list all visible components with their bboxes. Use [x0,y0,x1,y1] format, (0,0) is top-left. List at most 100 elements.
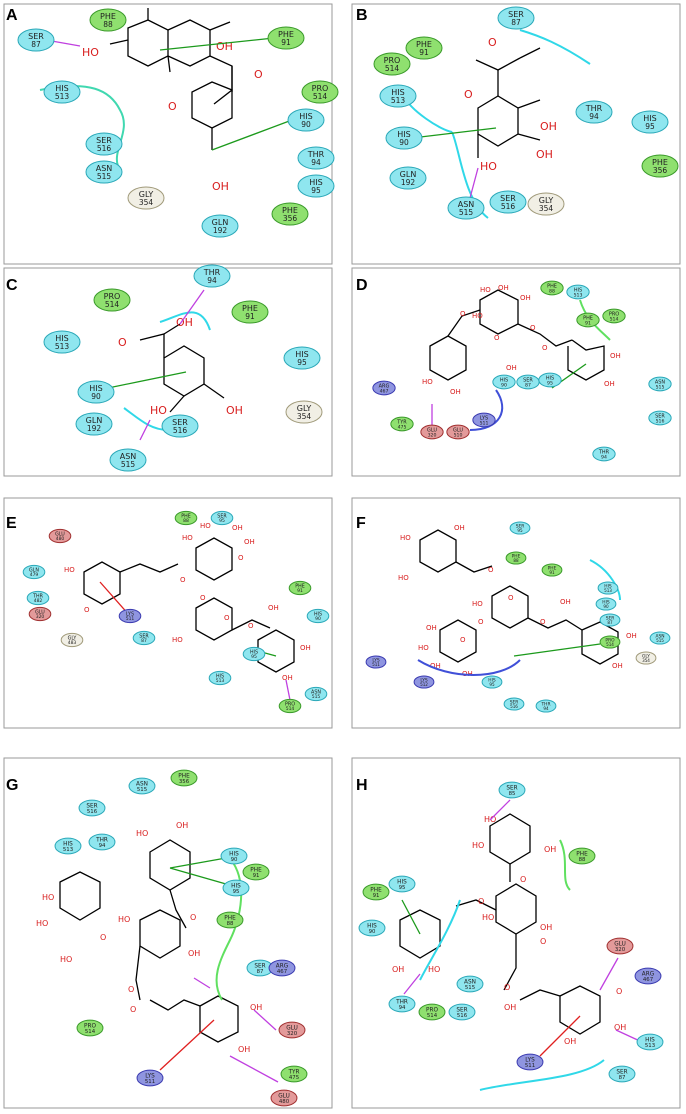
atom-e-7: O [224,614,230,622]
residue-number: 91 [585,320,591,326]
residue-name: ARG [379,383,390,389]
residue-layer: PHE88SER87PHE91HIS513PRO514HIS90SER516AS… [17,6,679,1107]
residue-number: 90 [369,929,376,935]
residue-name: SER [86,803,97,809]
residue-bubble [447,196,485,220]
residue-number: 95 [219,518,225,524]
residue-bubble [77,380,115,404]
residue-number: 475 [398,424,407,430]
residue-name: THR [307,150,325,159]
panel-label-a: A [6,7,18,24]
residue-name: HIS [231,883,241,889]
residue-name: SER [172,418,188,427]
atom-h-8: OH [392,965,404,974]
residue-number: 320 [615,947,626,953]
residue-bubble [301,80,339,104]
panel-label-h: H [356,777,368,794]
residue-bubble [575,100,613,124]
residue-name: PHE [278,30,294,39]
atom-h-2: OH [544,845,556,854]
residue-bubble [297,174,335,198]
residue-bubble [161,414,199,438]
residue-bubble [505,551,527,565]
residue-number: 356 [653,166,668,175]
residue-bubble [109,448,147,472]
residue-name: PHE [100,12,116,21]
residue-bubble [595,597,617,611]
residue-bubble [576,312,600,328]
residue-number: 90 [91,392,101,401]
residue-bubble [271,202,309,226]
residue-name: HIS [295,350,308,359]
residue-bubble [280,1065,308,1083]
residue-number: 479 [30,572,39,578]
atom-f-2: HO [398,574,409,582]
residue-name: PHE [652,158,668,167]
atom-g-7: HO [118,915,130,924]
residue-bubble [390,416,414,432]
residue-bubble [446,424,470,440]
residue-name: GLY [68,635,77,641]
atom-g-0: HO [136,829,148,838]
residue-name: HIS [500,377,508,383]
atom-c-1: O [118,336,127,349]
residue-number: 480 [56,536,65,542]
residue-bubble [599,635,621,649]
panel-label-c: C [6,277,18,294]
residue-number: 192 [401,178,416,187]
residue-number: 515 [137,787,147,793]
residue-name: SER [510,699,519,705]
residue-number: 356 [283,214,298,223]
residue-bubble [413,675,435,689]
residue-name: PHE [548,565,557,571]
residue-name: SER [523,377,533,383]
molecule-d [429,289,605,381]
residue-name: SER [254,963,265,969]
residue-bubble [270,1089,298,1107]
residue-name: PRO [312,84,329,93]
atom-d-8: OH [450,388,461,396]
residue-bubble [372,380,396,396]
residue-number: 513 [216,678,225,684]
residue-bubble [283,346,321,370]
atom-g-12: OH [238,1045,250,1054]
panel-frame-d [351,267,681,477]
residue-name: PHE [547,283,557,289]
residue-number: 480 [279,1099,290,1105]
residue-name: PHE [282,206,298,215]
atom-c-3: OH [226,404,243,417]
residue-number: 87 [619,1075,626,1081]
residue-bubble [358,919,386,937]
panel-frame-e [3,497,333,729]
molecule-b [475,47,541,158]
residue-number: 511 [480,420,489,426]
residue-number: 90 [501,382,507,388]
residue-name: GLN [29,567,39,573]
atom-f-11: HO [418,644,429,652]
residue-bubble [210,510,234,526]
residue-name: LYS [126,611,134,617]
residue-bubble [509,521,531,535]
